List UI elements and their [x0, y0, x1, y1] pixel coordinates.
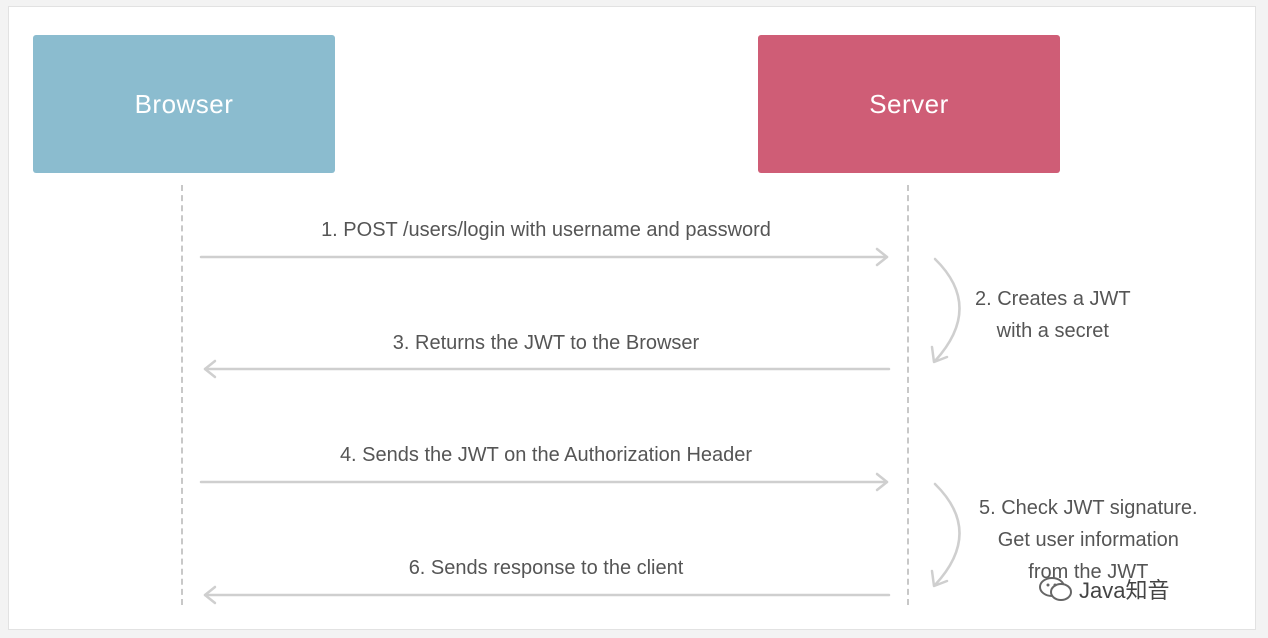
watermark: Java知音 [1039, 573, 1169, 605]
message-6-arrow [203, 585, 891, 605]
browser-label: Browser [134, 88, 234, 119]
note-5-line-2: Get user information [997, 529, 1179, 551]
watermark-text: Java知音 [1079, 578, 1170, 603]
message-4-arrow [199, 472, 889, 492]
note-2-curve [930, 257, 961, 364]
message-1-arrow [199, 247, 889, 267]
server-label: Server [869, 88, 949, 119]
message-4-label: 4. Sends the JWT on the Authorization He… [339, 444, 753, 466]
server-lifeline [907, 185, 909, 605]
wechat-icon [1039, 576, 1073, 602]
server-actor: Server [758, 35, 1060, 173]
message-3-label: 3. Returns the JWT to the Browser [392, 332, 700, 354]
message-6-label: 6. Sends response to the client [408, 557, 684, 579]
message-1-label: 1. POST /users/login with username and p… [321, 219, 771, 241]
note-2-line-1: 2. Creates a JWT [975, 288, 1131, 310]
note-2-line-2: with a secret [996, 320, 1109, 342]
message-3-arrow [203, 359, 891, 379]
browser-actor: Browser [33, 35, 335, 173]
browser-lifeline [181, 185, 183, 605]
note-5-curve [930, 482, 961, 588]
note-5-line-3: from the JWT [1028, 561, 1149, 583]
arrows-layer [199, 247, 961, 605]
note-5-line-1: 5. Check JWT signature. [979, 497, 1198, 519]
note-2: 2. Creates a JWT with a secret [975, 283, 1131, 347]
note-5: 5. Check JWT signature. Get user informa… [979, 492, 1198, 588]
diagram-canvas: Browser Server [8, 6, 1256, 630]
